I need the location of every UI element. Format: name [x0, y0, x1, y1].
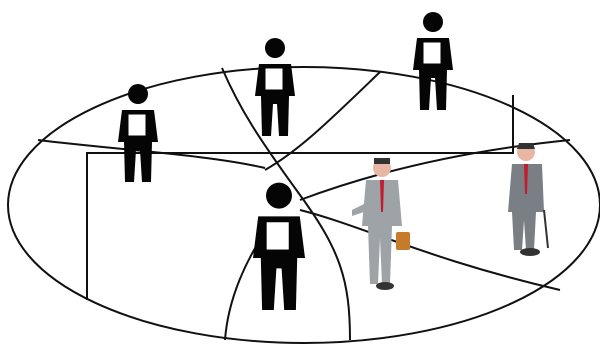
businessman-icon	[508, 143, 548, 256]
person-clipboard-icon	[118, 84, 158, 182]
person-clipboard-icon	[413, 12, 453, 110]
person-clipboard-icon	[255, 38, 295, 136]
businessman-icon	[352, 158, 410, 290]
person-clipboard-icon	[253, 183, 305, 310]
